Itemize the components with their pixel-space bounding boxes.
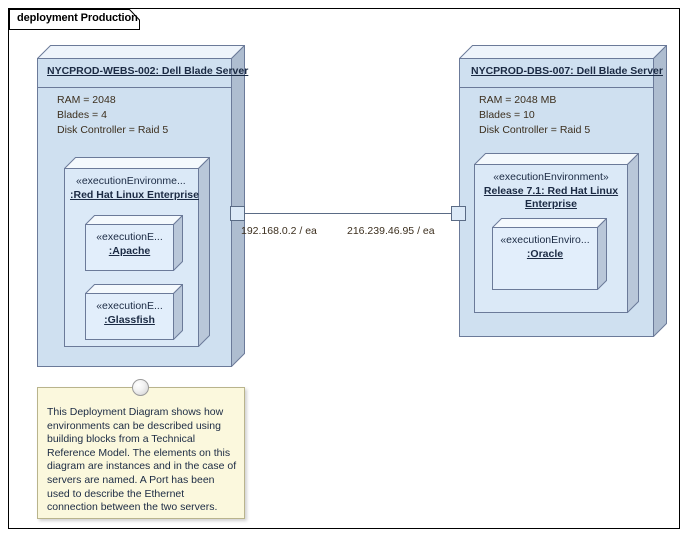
node-left-server-attributes: RAM = 2048 Blades = 4 Disk Controller = … <box>57 93 168 138</box>
diagram-canvas: deployment Production NYCPROD-WEBS-002: … <box>8 8 680 529</box>
node-redhat-linux-name: :Red Hat Linux Enterprise <box>70 189 199 201</box>
node-apache-exec-env[interactable]: «executionE... :Apache <box>85 215 183 271</box>
node-left-server-title-divider <box>38 87 231 88</box>
node-apache-face <box>85 224 174 271</box>
node-left-server[interactable]: NYCPROD-WEBS-002: Dell Blade Server RAM … <box>37 45 249 367</box>
node-right-server[interactable]: NYCPROD-DBS-007: Dell Blade Server RAM =… <box>459 45 667 337</box>
attribute-disk-controller: Disk Controller = Raid 5 <box>479 124 591 136</box>
node-apache-stereotype: «executionE... <box>96 231 163 243</box>
connector-label-right: 216.239.46.95 / ea <box>347 225 435 237</box>
diagram-frame-label: deployment Production <box>17 12 138 24</box>
node-glassfish-exec-env[interactable]: «executionE... :Glassfish <box>85 284 183 340</box>
attribute-blades: Blades = 4 <box>57 109 107 121</box>
node-glassfish-3d-depth <box>85 284 183 340</box>
node-right-server-title: NYCPROD-DBS-007: Dell Blade Server <box>471 65 663 77</box>
node-oracle-stereotype: «executionEnviro... <box>500 234 590 246</box>
node-redhat-release-stereotype: «executionEnvironment» <box>493 171 609 183</box>
node-right-server-attributes: RAM = 2048 MB Blades = 10 Disk Controlle… <box>479 93 590 138</box>
frame-tab-shape <box>9 9 140 30</box>
node-redhat-linux-exec-env[interactable]: «executionEnvironme... :Red Hat Linux En… <box>64 157 210 347</box>
node-left-server-title: NYCPROD-WEBS-002: Dell Blade Server <box>47 65 249 77</box>
node-apache-name: :Apache <box>108 245 151 257</box>
node-redhat-linux-stereotype: «executionEnvironme... <box>76 175 186 187</box>
attribute-ram: RAM = 2048 MB <box>479 94 557 106</box>
diagram-frame-tab: deployment Production <box>9 9 140 30</box>
attribute-blades: Blades = 10 <box>479 109 535 121</box>
port-right-server[interactable] <box>451 206 466 221</box>
node-glassfish-stereotype: «executionE... <box>96 300 163 312</box>
ethernet-connector[interactable] <box>244 213 452 214</box>
node-redhat-release-name: Release 7.1: Red Hat Linux Enterprise <box>483 185 619 210</box>
port-left-server[interactable] <box>230 206 245 221</box>
attribute-ram: RAM = 2048 <box>57 94 116 106</box>
note-box[interactable]: This Deployment Diagram shows how enviro… <box>37 387 245 519</box>
connector-label-left: 192.168.0.2 / ea <box>241 225 317 237</box>
node-oracle-face <box>492 227 598 290</box>
node-glassfish-name: :Glassfish <box>104 314 155 326</box>
note-anchor-icon <box>132 379 149 396</box>
node-oracle-name: :Oracle <box>526 248 564 260</box>
node-redhat-release-exec-env[interactable]: «executionEnvironment» Release 7.1: Red … <box>474 153 639 313</box>
attribute-disk-controller: Disk Controller = Raid 5 <box>57 124 169 136</box>
node-oracle-exec-env[interactable]: «executionEnviro... :Oracle <box>492 218 607 290</box>
node-right-server-title-divider <box>460 87 653 88</box>
note-text: This Deployment Diagram shows how enviro… <box>47 406 237 514</box>
node-glassfish-face <box>85 293 174 340</box>
